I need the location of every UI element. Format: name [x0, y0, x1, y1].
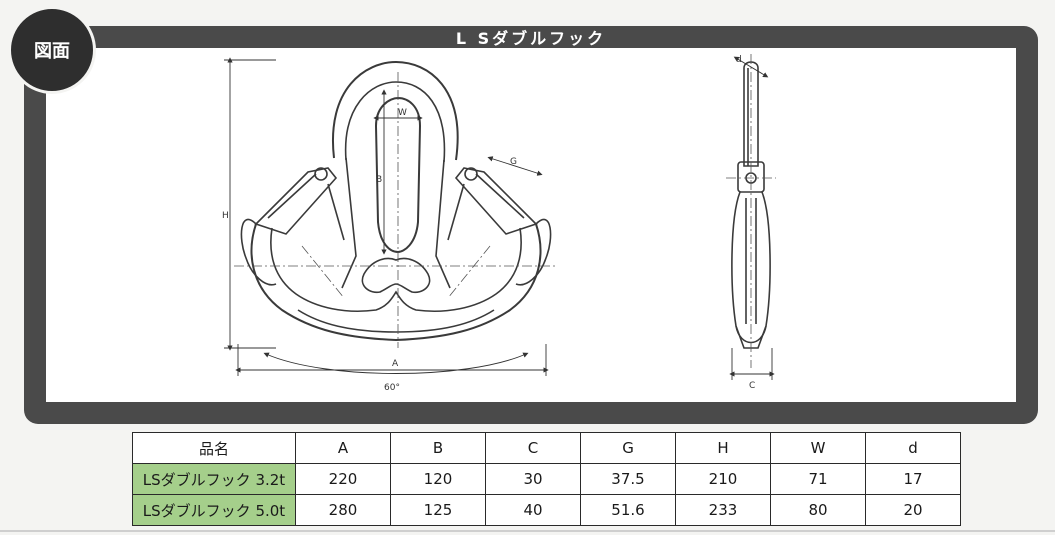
table-cell: 51.6	[580, 494, 676, 526]
product-name-cell: LSダブルフック 5.0t	[132, 494, 296, 526]
table-cell: 280	[295, 494, 391, 526]
label-angle: 60°	[384, 383, 400, 393]
header-cell: W	[770, 432, 866, 464]
table-cell: 17	[865, 463, 961, 495]
label-d: d	[736, 55, 742, 65]
table-cell: 210	[675, 463, 771, 495]
header-cell: A	[295, 432, 391, 464]
table-cell: 233	[675, 494, 771, 526]
header-cell: 品名	[132, 432, 296, 464]
drawing-badge: 図面	[8, 6, 96, 94]
table-cell: 30	[485, 463, 581, 495]
header-cell: B	[390, 432, 486, 464]
label-b: B	[376, 175, 382, 185]
table-row: LSダブルフック 5.0t 280 125 40 51.6 233 80 20	[132, 494, 961, 526]
label-g: G	[510, 157, 517, 167]
drawing-title: L Sダブルフック	[455, 29, 607, 48]
bottom-divider	[0, 530, 1055, 532]
label-a: A	[392, 359, 399, 369]
table-cell: 120	[390, 463, 486, 495]
table-cell: 37.5	[580, 463, 676, 495]
label-c: C	[749, 381, 755, 391]
front-view	[240, 60, 552, 342]
product-name-cell: LSダブルフック 3.2t	[132, 463, 296, 495]
spec-table: 品名 A B C G H W d LSダブルフック 3.2t 220 120 3…	[132, 432, 961, 526]
technical-drawing: W B G H A 60° d C	[222, 54, 776, 393]
header-cell: H	[675, 432, 771, 464]
label-w: W	[398, 108, 407, 118]
table-cell: 80	[770, 494, 866, 526]
table-cell: 71	[770, 463, 866, 495]
table-row: LSダブルフック 3.2t 220 120 30 37.5 210 71 17	[132, 463, 961, 495]
table-cell: 125	[390, 494, 486, 526]
table-cell: 20	[865, 494, 961, 526]
table-cell: 40	[485, 494, 581, 526]
label-h: H	[222, 211, 229, 221]
table-header-row: 品名 A B C G H W d	[132, 432, 961, 464]
drawing-frame	[24, 26, 1038, 424]
header-cell: d	[865, 432, 961, 464]
table-cell: 220	[295, 463, 391, 495]
header-cell: G	[580, 432, 676, 464]
header-cell: C	[485, 432, 581, 464]
